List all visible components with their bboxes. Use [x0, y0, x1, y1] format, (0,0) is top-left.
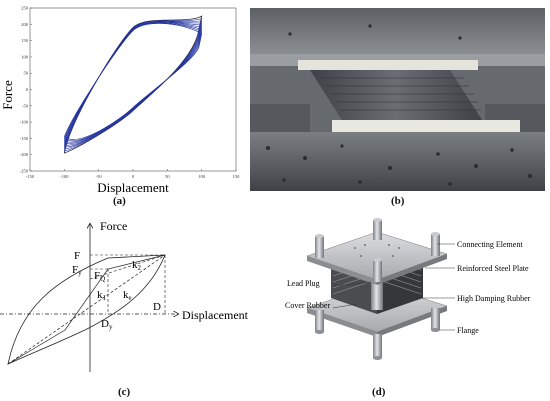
- x-tick-label: -150: [26, 174, 35, 179]
- y-tick-label: -200: [20, 152, 29, 157]
- rod-right-bottom: [431, 308, 440, 330]
- y-tick-label: -100: [20, 120, 29, 125]
- secant-line: [7, 254, 166, 365]
- label-ke: ke: [123, 289, 132, 302]
- x-tick-label: 0: [132, 174, 135, 179]
- rod-back: [373, 220, 382, 240]
- rod-left-top: [315, 236, 324, 258]
- bearing-photo: [250, 8, 545, 191]
- y-tick-label: 100: [21, 54, 29, 59]
- label-connecting-element: Connecting Element: [457, 240, 523, 249]
- rod-front-bottom: [373, 334, 382, 358]
- force-axis-label: Force: [100, 219, 127, 233]
- label-flange: Flange: [457, 326, 479, 335]
- hysteresis-loop: [63, 23, 203, 140]
- label-D: D: [153, 301, 161, 313]
- label-Fy: Fy: [72, 264, 82, 277]
- y-tick-label: 50: [24, 71, 29, 76]
- y-tick-label: -150: [20, 136, 29, 141]
- rod-left-bottom: [315, 310, 324, 332]
- y-tick-label: -50: [22, 103, 29, 108]
- y-tick-label: 0: [26, 87, 29, 92]
- label-lead-plug: Lead Plug: [287, 279, 320, 288]
- rod-front-top: [373, 260, 382, 282]
- x-tick-label: 50: [165, 174, 170, 179]
- hysteresis-envelope: [7, 254, 166, 365]
- label-Dy: Dy: [101, 318, 113, 331]
- x-tick-label: 100: [198, 174, 206, 179]
- plot-area: [29, 7, 237, 172]
- bottom-flange: [332, 120, 520, 132]
- y-axis-label: Force: [0, 80, 15, 110]
- y-tick-label: 250: [21, 6, 29, 11]
- top-loading-plate: [250, 8, 545, 54]
- bearing-schematic: Connecting Element Reinforced Steel Plat…: [285, 218, 531, 360]
- x-tick-label: 150: [233, 174, 241, 179]
- displacement-axis-label: Displacement: [182, 308, 249, 322]
- caption-a: (a): [113, 195, 126, 207]
- hysteresis-chart: -150 -100 -50 0 50 100 150 250 200 150 100 50 0 -50 -1…: [0, 6, 241, 196]
- caption-d: (d): [372, 386, 386, 398]
- bilinear-skeleton: [7, 254, 166, 365]
- x-tick-label: -50: [96, 174, 103, 179]
- x-tick-label: -100: [60, 174, 69, 179]
- y-tick-label: 200: [21, 22, 29, 27]
- y-tick-label: -250: [20, 169, 29, 174]
- caption-c: (c): [118, 386, 131, 398]
- label-FQ: FQ: [94, 270, 105, 283]
- rubber-bearing-deformed: [310, 70, 482, 120]
- bottom-loading-plate: [250, 132, 545, 191]
- label-k2: k2: [132, 259, 142, 272]
- label-high-damping-rubber: High Damping Rubber: [457, 294, 531, 303]
- rod-right-top: [431, 234, 440, 256]
- y-tick-label: 150: [21, 38, 29, 43]
- caption-b: (b): [391, 195, 405, 207]
- label-cover-rubber: Cover Rubber: [285, 301, 330, 310]
- top-flange: [298, 60, 478, 70]
- label-k1: k1: [97, 289, 107, 302]
- label-reinforced-steel-plate: Reinforced Steel Plate: [457, 264, 529, 273]
- label-F: F: [74, 250, 80, 262]
- bilinear-model-diagram: Force Displacement F Fy FQ k1 k2 ke Dy D: [0, 219, 249, 372]
- x-axis-label: Displacement: [97, 180, 169, 195]
